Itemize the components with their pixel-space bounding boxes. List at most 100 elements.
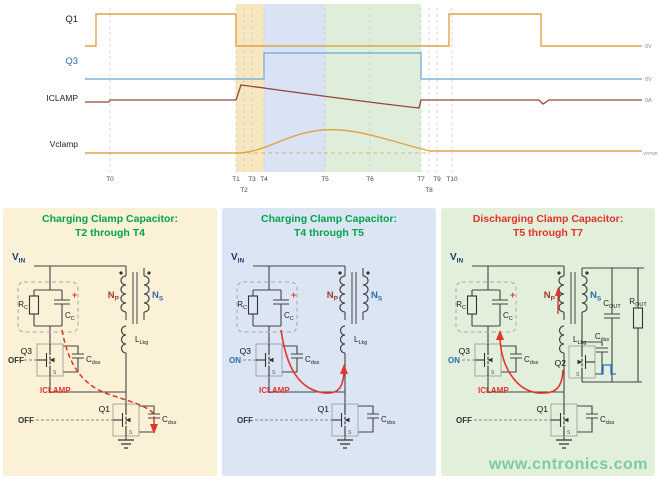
q1-source-label: S bbox=[348, 430, 352, 436]
panel2-range-line: T4 through T5 bbox=[294, 226, 364, 239]
time-marker-t10: T10 bbox=[446, 176, 458, 183]
llkg-label: LLkg bbox=[573, 335, 586, 346]
q1-label: Q1 bbox=[537, 404, 549, 414]
panel2-wires bbox=[247, 265, 379, 441]
panel1-wires bbox=[28, 265, 160, 441]
clamp-network-box bbox=[17, 281, 79, 333]
panel2-title: Charging Clamp Capacitor: T4 through T5 bbox=[222, 213, 436, 240]
q3-mosfet bbox=[36, 343, 64, 377]
q3-state-label: ON bbox=[448, 356, 460, 365]
circuit-panels: Charging Clamp Capacitor: T2 through T4 bbox=[0, 208, 658, 476]
leakage-inductor bbox=[120, 325, 127, 354]
vin-label: VIN bbox=[450, 252, 463, 265]
cout-label: COUT bbox=[603, 299, 621, 310]
secondary-dot bbox=[147, 271, 151, 275]
time-marker-labels: T0 T1 T2 T3 T4 T5 T6 T7 T8 T9 T10 bbox=[106, 176, 458, 194]
panel3-range-line: T5 through T7 bbox=[513, 226, 583, 239]
np-label: NP bbox=[327, 290, 339, 303]
q2-source-label: S bbox=[576, 372, 580, 378]
np-label: NP bbox=[544, 290, 556, 303]
q3-cdss-label: Cdss bbox=[305, 355, 320, 366]
primary-dot bbox=[338, 271, 342, 275]
highlight-band-t5-t7 bbox=[325, 4, 421, 172]
q1-state-label: OFF bbox=[456, 416, 472, 425]
llkg-label: LLkg bbox=[135, 335, 148, 346]
primary-winding bbox=[120, 275, 127, 313]
rc-label: RC bbox=[237, 300, 247, 311]
transformer-core bbox=[132, 272, 138, 325]
q1-mosfet bbox=[331, 403, 359, 437]
rc-label: RC bbox=[456, 300, 466, 311]
q1-label: Q1 bbox=[99, 404, 111, 414]
time-marker-t3: T3 bbox=[248, 176, 256, 183]
vclamp-waveform-label: Vclamp bbox=[50, 139, 79, 149]
transformer-core bbox=[570, 272, 576, 325]
clamp-network-box bbox=[236, 281, 298, 333]
q1-label: Q1 bbox=[318, 404, 330, 414]
secondary-dot bbox=[366, 271, 370, 275]
q1-cdss-label: Cdss bbox=[162, 415, 177, 426]
panel3-title-line: Discharging Clamp Capacitor: bbox=[472, 213, 624, 225]
primary-dot bbox=[557, 271, 561, 275]
q1-cdss-label: Cdss bbox=[600, 415, 615, 426]
timing-diagram: Q1 Q3 ICLAMP Vclamp 0V 0V 0A VO*NP/NS T0… bbox=[46, 4, 658, 194]
time-marker-t5: T5 bbox=[321, 176, 329, 183]
panel-charging-t4-t5: Charging Clamp Capacitor: T4 through T5 bbox=[222, 208, 436, 476]
panel-discharging-t5-t7: Discharging Clamp Capacitor: T5 through … bbox=[441, 208, 655, 476]
q1-cdss-label: Cdss bbox=[381, 415, 396, 426]
panel1-circuit: VIN RC CC + NP NS LLkg Q3 Cdss Q1 Cdss S… bbox=[8, 252, 177, 449]
cc-plus-sign: + bbox=[72, 290, 77, 300]
q3-label: Q3 bbox=[21, 346, 33, 356]
cc-label: CC bbox=[284, 311, 294, 322]
q3-source-label: S bbox=[53, 370, 57, 376]
ground-symbol bbox=[118, 439, 134, 449]
ground-symbol bbox=[337, 439, 353, 449]
q1-waveform-label: Q1 bbox=[65, 14, 78, 25]
clamp-network-box bbox=[455, 281, 517, 333]
time-marker-t0: T0 bbox=[106, 176, 114, 183]
iclamp-zero-label: 0A bbox=[645, 98, 652, 104]
iclamp-current-path bbox=[499, 338, 564, 395]
transformer bbox=[119, 271, 151, 325]
q1-mosfet bbox=[550, 403, 578, 437]
time-marker-t2: T2 bbox=[240, 187, 248, 194]
current-arrowhead bbox=[496, 330, 504, 341]
np-label: NP bbox=[108, 290, 120, 303]
rout-label: ROUT bbox=[629, 297, 647, 308]
secondary-winding bbox=[362, 275, 369, 313]
leakage-inductor bbox=[558, 325, 565, 354]
panel1-title: Charging Clamp Capacitor: T2 through T4 bbox=[3, 213, 217, 240]
q3-waveform-label: Q3 bbox=[65, 56, 78, 67]
q3-label: Q3 bbox=[240, 346, 252, 356]
vclamp-ref-label: VO*NP/NS bbox=[643, 151, 658, 156]
current-arrowhead bbox=[340, 364, 348, 375]
q3-waveform bbox=[85, 52, 642, 80]
q3-cdss-label: Cdss bbox=[86, 355, 101, 366]
q1-source-label: S bbox=[129, 430, 133, 436]
q3-label: Q3 bbox=[459, 346, 471, 356]
llkg-label: LLkg bbox=[354, 335, 367, 346]
watermark: www.cntronics.com bbox=[488, 456, 648, 473]
vin-label: VIN bbox=[12, 252, 25, 265]
ns-label: NS bbox=[590, 290, 602, 303]
iclamp-label: ICLAMP bbox=[478, 386, 509, 395]
secondary-dot bbox=[585, 271, 589, 275]
q3-source-label: S bbox=[272, 370, 276, 376]
primary-winding bbox=[558, 275, 565, 313]
vclamp-waveform bbox=[85, 128, 642, 154]
time-marker-t6: T6 bbox=[366, 176, 374, 183]
q3-cdss-label: Cdss bbox=[524, 355, 539, 366]
time-marker-t8: T8 bbox=[425, 187, 433, 194]
q1-state-label: OFF bbox=[18, 416, 34, 425]
iclamp-current-path bbox=[61, 330, 155, 427]
q1-zero-label: 0V bbox=[645, 44, 652, 50]
cc-plus-sign: + bbox=[510, 290, 515, 300]
panel1-range-line: T2 through T4 bbox=[75, 226, 145, 239]
panel2-title-line: Charging Clamp Capacitor: bbox=[261, 213, 397, 225]
q2-mosfet bbox=[568, 345, 596, 379]
q3-source-label: S bbox=[491, 370, 495, 376]
transformer bbox=[338, 271, 370, 325]
primary-winding bbox=[339, 275, 346, 313]
panel-charging-t2-t4: Charging Clamp Capacitor: T2 through T4 bbox=[3, 208, 217, 476]
transformer-core bbox=[351, 272, 357, 325]
